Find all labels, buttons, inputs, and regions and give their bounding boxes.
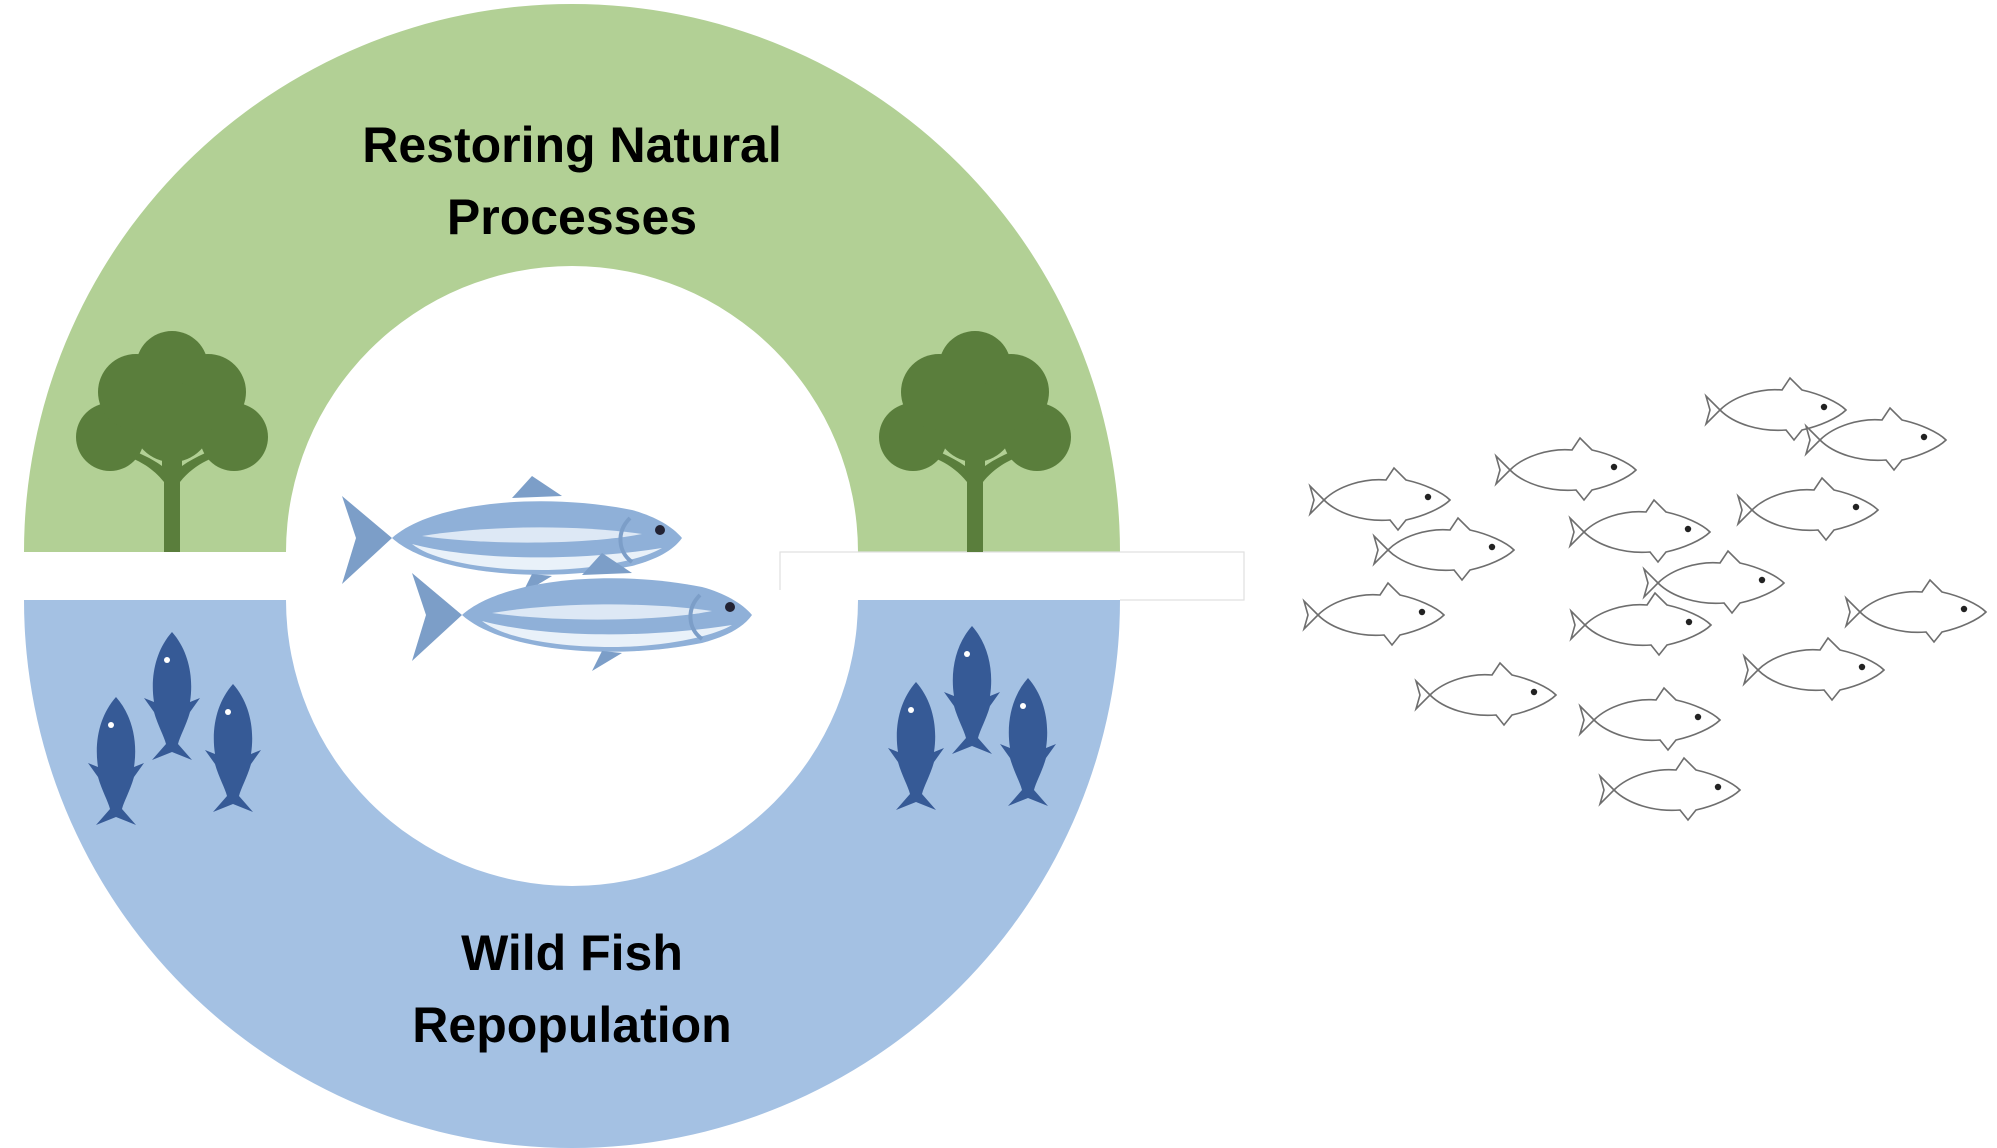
top-label-line1: Restoring Natural xyxy=(362,117,782,173)
salmon-pair-icon xyxy=(340,474,754,673)
upper-band-restoring xyxy=(24,4,1120,552)
lower-band-repopulation xyxy=(24,600,1120,1148)
connector-line xyxy=(779,551,1245,601)
bottom-label-line1: Wild Fish xyxy=(461,925,683,981)
top-label-line2: Processes xyxy=(447,189,697,245)
fish-school-icon xyxy=(1303,377,1987,821)
bottom-label-line2: Repopulation xyxy=(412,997,731,1053)
